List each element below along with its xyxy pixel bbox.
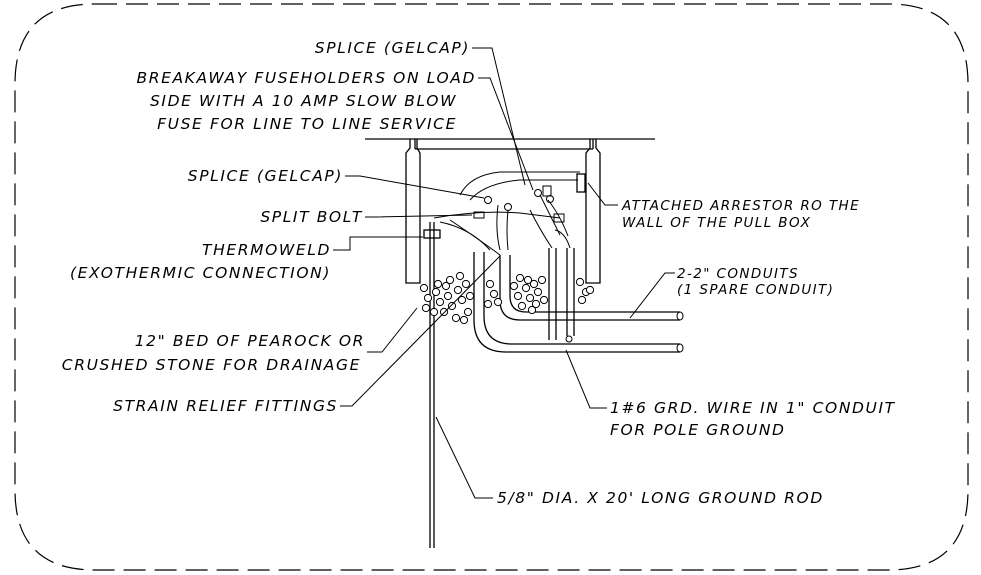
stone	[419, 283, 429, 293]
stone	[585, 285, 595, 295]
stone	[533, 287, 543, 297]
stone	[515, 273, 525, 283]
label-bed-2: CRUSHED STONE FOR DRAINAGE	[62, 356, 361, 374]
splice-gelcap-4	[546, 195, 554, 203]
stone	[527, 305, 537, 315]
splice-gelcap-1	[484, 196, 492, 204]
stone	[485, 279, 495, 289]
stone	[447, 301, 457, 311]
stone	[459, 315, 469, 325]
stone	[463, 307, 473, 317]
label-breakaway-2: SIDE WITH A 10 AMP SLOW BLOW	[150, 92, 457, 110]
stone	[429, 307, 439, 317]
label-split-bolt: SPLIT BOLT	[260, 208, 363, 226]
stone	[529, 279, 539, 289]
stone	[539, 295, 549, 305]
stone	[435, 297, 445, 307]
stone	[523, 275, 533, 285]
stone	[525, 293, 535, 303]
label-breakaway-3: FUSE FOR LINE TO LINE SERVICE	[157, 115, 457, 133]
label-grd-wire-1: 1#6 GRD. WIRE IN 1" CONDUIT	[610, 399, 896, 417]
stone	[421, 303, 431, 313]
stone	[483, 299, 493, 309]
stone	[445, 275, 455, 285]
stone	[537, 275, 547, 285]
stone	[441, 281, 451, 291]
label-conduits-1: 2-2" CONDUITS	[677, 266, 799, 282]
stone	[433, 279, 443, 289]
stone	[451, 313, 461, 323]
leader-lines	[333, 47, 675, 499]
label-strain-relief: STRAIN RELIEF FITTINGS	[113, 397, 338, 415]
splice-gelcap-2	[504, 203, 512, 211]
stone	[521, 283, 531, 293]
label-grd-wire-2: FOR POLE GROUND	[610, 421, 786, 439]
label-splice-mid: SPLICE (GELCAP)	[188, 167, 343, 185]
label-thermoweld-2: (EXOTHERMIC CONNECTION)	[70, 264, 331, 282]
crushed-stone	[419, 271, 595, 325]
stone	[443, 291, 453, 301]
stone	[439, 307, 449, 317]
pull-box	[365, 138, 655, 284]
label-arrestor-1: ATTACHED ARRESTOR RO THE	[621, 198, 860, 214]
stone	[577, 295, 587, 305]
stone	[457, 295, 467, 305]
label-ground-rod: 5/8" DIA. X 20' LONG GROUND ROD	[497, 489, 824, 507]
label-arrestor-2: WALL OF THE PULL BOX	[622, 215, 811, 231]
stone	[517, 301, 527, 311]
stone	[423, 293, 433, 303]
splice-gelcap-3	[534, 189, 542, 197]
stone	[575, 277, 585, 287]
label-conduits-2: (1 SPARE CONDUIT)	[677, 282, 834, 298]
conduits	[473, 248, 684, 353]
stone	[455, 271, 465, 281]
callout-labels: SPLICE (GELCAP) BREAKAWAY FUSEHOLDERS ON…	[62, 39, 896, 507]
stone	[493, 297, 503, 307]
label-bed-1: 12" BED OF PEAROCK OR	[135, 332, 365, 350]
stone	[461, 279, 471, 289]
fuseholder-2	[553, 213, 565, 223]
wires	[433, 171, 580, 256]
split-bolt	[473, 211, 485, 219]
stone	[489, 289, 499, 299]
stone	[431, 287, 441, 297]
stone	[531, 299, 541, 309]
label-thermoweld-1: THERMOWELD	[202, 241, 331, 259]
stone	[509, 281, 519, 291]
components	[473, 173, 586, 223]
stone	[465, 291, 475, 301]
fuseholder-1	[542, 185, 552, 197]
dashed-border	[14, 3, 969, 571]
ground-rod	[423, 222, 441, 548]
arrestor	[576, 173, 586, 193]
stone	[453, 285, 463, 295]
label-breakaway-1: BREAKAWAY FUSEHOLDERS ON LOAD	[136, 69, 476, 87]
label-splice-top: SPLICE (GELCAP)	[315, 39, 470, 57]
stone	[513, 291, 523, 301]
